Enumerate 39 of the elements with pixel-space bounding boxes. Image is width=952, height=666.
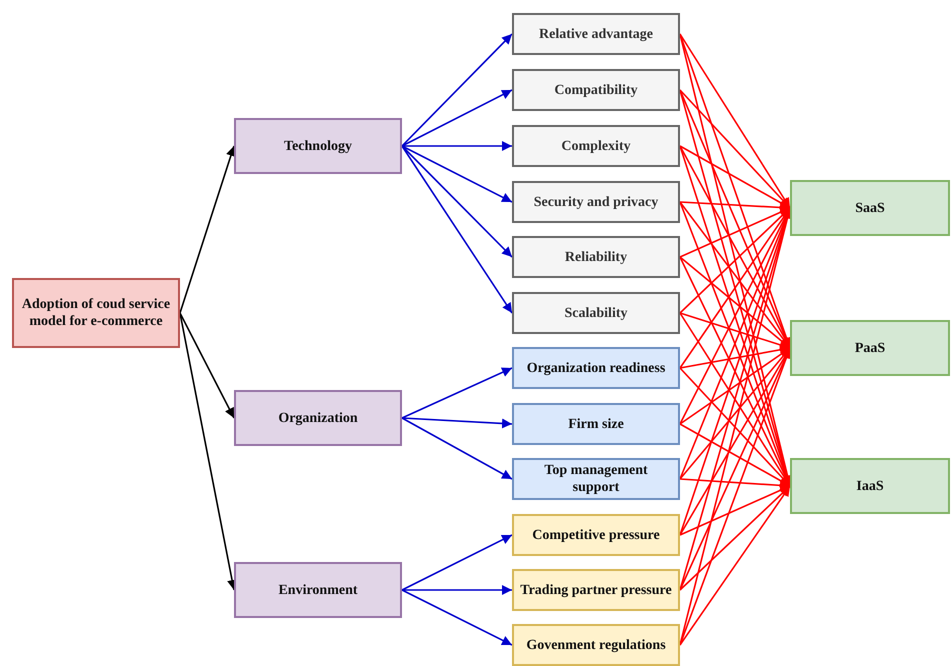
factor-box: Firm size xyxy=(512,403,680,445)
arrow xyxy=(179,146,236,314)
arrow xyxy=(401,33,513,147)
arrow xyxy=(402,145,512,203)
arrow xyxy=(680,201,790,212)
arrow xyxy=(401,145,513,258)
arrow xyxy=(680,478,790,490)
arrow xyxy=(680,312,790,350)
arrow xyxy=(679,34,791,208)
arrow xyxy=(402,417,512,480)
factor-box: Govenment regulations xyxy=(512,624,680,666)
arrow xyxy=(401,146,513,314)
arrow xyxy=(402,367,512,419)
service-model-box: SaaS xyxy=(790,180,950,236)
arrow xyxy=(402,589,512,646)
arrow xyxy=(679,486,791,646)
factor-box: Reliability xyxy=(512,236,680,278)
factor-box: Scalability xyxy=(512,292,680,334)
category-box: Technology xyxy=(234,118,402,174)
service-model-box: PaaS xyxy=(790,320,950,376)
factor-box: Security and privacy xyxy=(512,181,680,223)
service-model-box: IaaS xyxy=(790,458,950,514)
factor-box: Organization readiness xyxy=(512,347,680,389)
factor-box: Compatibility xyxy=(512,69,680,111)
factor-box: Complexity xyxy=(512,125,680,167)
arrow xyxy=(402,417,512,428)
category-box: Organization xyxy=(234,390,402,446)
factor-box: Competitive pressure xyxy=(512,514,680,556)
root-box: Adoption of coud service model for e-commerce xyxy=(12,278,180,348)
arrow xyxy=(402,534,512,591)
factor-box: Top management support xyxy=(512,458,680,500)
factor-box: Relative advantage xyxy=(512,13,680,55)
arrow xyxy=(179,312,235,418)
factor-box: Trading partner pressure xyxy=(512,569,680,611)
arrow xyxy=(680,344,790,369)
category-box: Environment xyxy=(234,562,402,618)
arrow xyxy=(402,141,512,151)
arrow xyxy=(402,89,512,147)
arrow xyxy=(402,585,512,595)
